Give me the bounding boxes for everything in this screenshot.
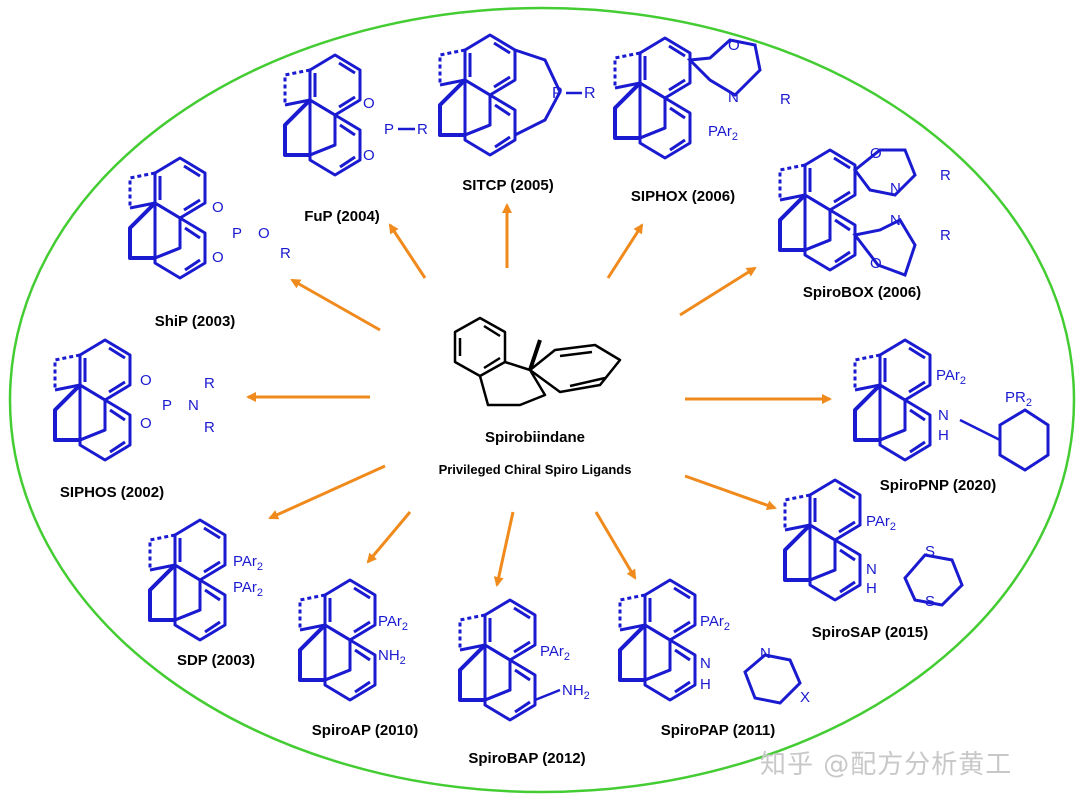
svg-text:H: H <box>866 580 877 597</box>
svg-text:PAr2: PAr2 <box>936 367 966 387</box>
structure-spiropnp: PAr2 N H PR2 <box>853 338 1050 472</box>
label-spiropap: SpiroPAP (2011) <box>660 722 776 739</box>
svg-text:X: X <box>800 689 810 706</box>
label-spirosap: SpiroSAP (2015) <box>811 624 929 641</box>
svg-text:S: S <box>925 593 935 610</box>
svg-text:O: O <box>363 147 375 164</box>
svg-text:P: P <box>162 397 172 414</box>
structure-sitcp: P R <box>438 33 596 157</box>
outer-ellipse <box>8 6 1076 794</box>
svg-text:S: S <box>925 543 935 560</box>
svg-text:NH2: NH2 <box>378 647 406 667</box>
svg-text:PAr2: PAr2 <box>233 579 263 599</box>
svg-text:R: R <box>940 167 951 184</box>
svg-text:H: H <box>700 676 711 693</box>
svg-text:N: N <box>760 645 771 662</box>
structure-siphox: O N R PAr2 <box>613 36 791 160</box>
structure-spirobox: O N R N R O <box>778 145 951 277</box>
svg-text:P: P <box>384 121 394 138</box>
label-siphos: SIPHOS (2002) <box>59 484 165 501</box>
arrow-to-spirobap <box>493 511 515 587</box>
svg-text:O: O <box>363 95 375 112</box>
label-spiropnp: SpiroPNP (2020) <box>879 477 997 494</box>
structure-spiroap: PAr2 NH2 <box>298 578 408 702</box>
svg-text:P: P <box>232 225 242 242</box>
svg-text:R: R <box>780 91 791 108</box>
svg-text:O: O <box>212 249 224 266</box>
svg-text:R: R <box>280 245 291 262</box>
arrow-to-siphox <box>606 223 644 279</box>
svg-text:O: O <box>728 37 740 54</box>
label-sdp: SDP (2003) <box>176 652 256 669</box>
label-fup: FuP (2004) <box>304 208 380 225</box>
svg-text:R: R <box>204 419 215 436</box>
svg-text:PAr2: PAr2 <box>708 123 738 143</box>
structure-spirosap: PAr2 N H S S <box>783 478 964 610</box>
svg-text:N: N <box>700 655 711 672</box>
svg-text:PAr2: PAr2 <box>378 613 408 633</box>
arrow-to-spiroap <box>366 511 412 564</box>
structure-sdp: PAr2 PAr2 <box>148 518 263 642</box>
svg-text:N: N <box>188 397 199 414</box>
arrow-to-spirobox <box>679 266 757 317</box>
svg-text:N: N <box>728 89 739 106</box>
label-spirobox: SpiroBOX (2006) <box>802 284 922 301</box>
arrow-to-spirosap <box>684 474 777 511</box>
structure-fup: O P O R <box>283 53 428 177</box>
label-sitcp: SITCP (2005) <box>462 177 554 194</box>
svg-text:O: O <box>212 199 224 216</box>
svg-text:R: R <box>204 375 215 392</box>
svg-text:PAr2: PAr2 <box>540 643 570 663</box>
arrow-to-spiropap <box>594 511 637 580</box>
svg-text:N: N <box>890 180 901 197</box>
arrow-to-shiP <box>290 278 381 332</box>
arrow-to-sdp <box>268 464 386 520</box>
sitcp-p-group: P <box>552 85 563 102</box>
structure-shiP: O P O O R <box>128 156 291 280</box>
structure-spirobap: PAr2 NH2 <box>458 598 590 722</box>
svg-text:PAr2: PAr2 <box>866 513 896 533</box>
label-spirobap: SpiroBAP (2012) <box>468 750 586 767</box>
svg-text:PR2: PR2 <box>1005 389 1032 409</box>
svg-text:N: N <box>890 212 901 229</box>
arrows <box>246 203 832 587</box>
structure-siphos: O P O N R R <box>53 338 215 462</box>
svg-text:O: O <box>258 225 270 242</box>
sitcp-r-group: R <box>584 85 596 102</box>
svg-text:O: O <box>870 255 882 272</box>
arrow-to-fup <box>388 223 427 279</box>
svg-text:PAr2: PAr2 <box>700 613 730 633</box>
center-title: Spirobiindane <box>484 429 586 446</box>
svg-text:O: O <box>140 415 152 432</box>
svg-text:R: R <box>940 227 951 244</box>
label-siphox: SIPHOX (2006) <box>630 188 736 205</box>
svg-text:O: O <box>870 145 882 162</box>
svg-text:H: H <box>938 427 949 444</box>
center-subtitle: Privileged Chiral Spiro Ligands <box>438 462 632 477</box>
label-spiroap: SpiroAP (2010) <box>311 722 419 739</box>
svg-text:N: N <box>866 561 877 578</box>
svg-text:O: O <box>140 372 152 389</box>
label-shiP: ShiP (2003) <box>154 313 236 330</box>
svg-text:PAr2: PAr2 <box>233 553 263 573</box>
center-structure <box>453 316 622 407</box>
structure-spiropap: PAr2 N H N X <box>618 578 810 706</box>
svg-text:N: N <box>938 407 949 424</box>
watermark: 知乎 @配方分析黄工 <box>760 750 1013 780</box>
svg-text:R: R <box>417 121 428 138</box>
svg-text:NH2: NH2 <box>562 682 590 702</box>
